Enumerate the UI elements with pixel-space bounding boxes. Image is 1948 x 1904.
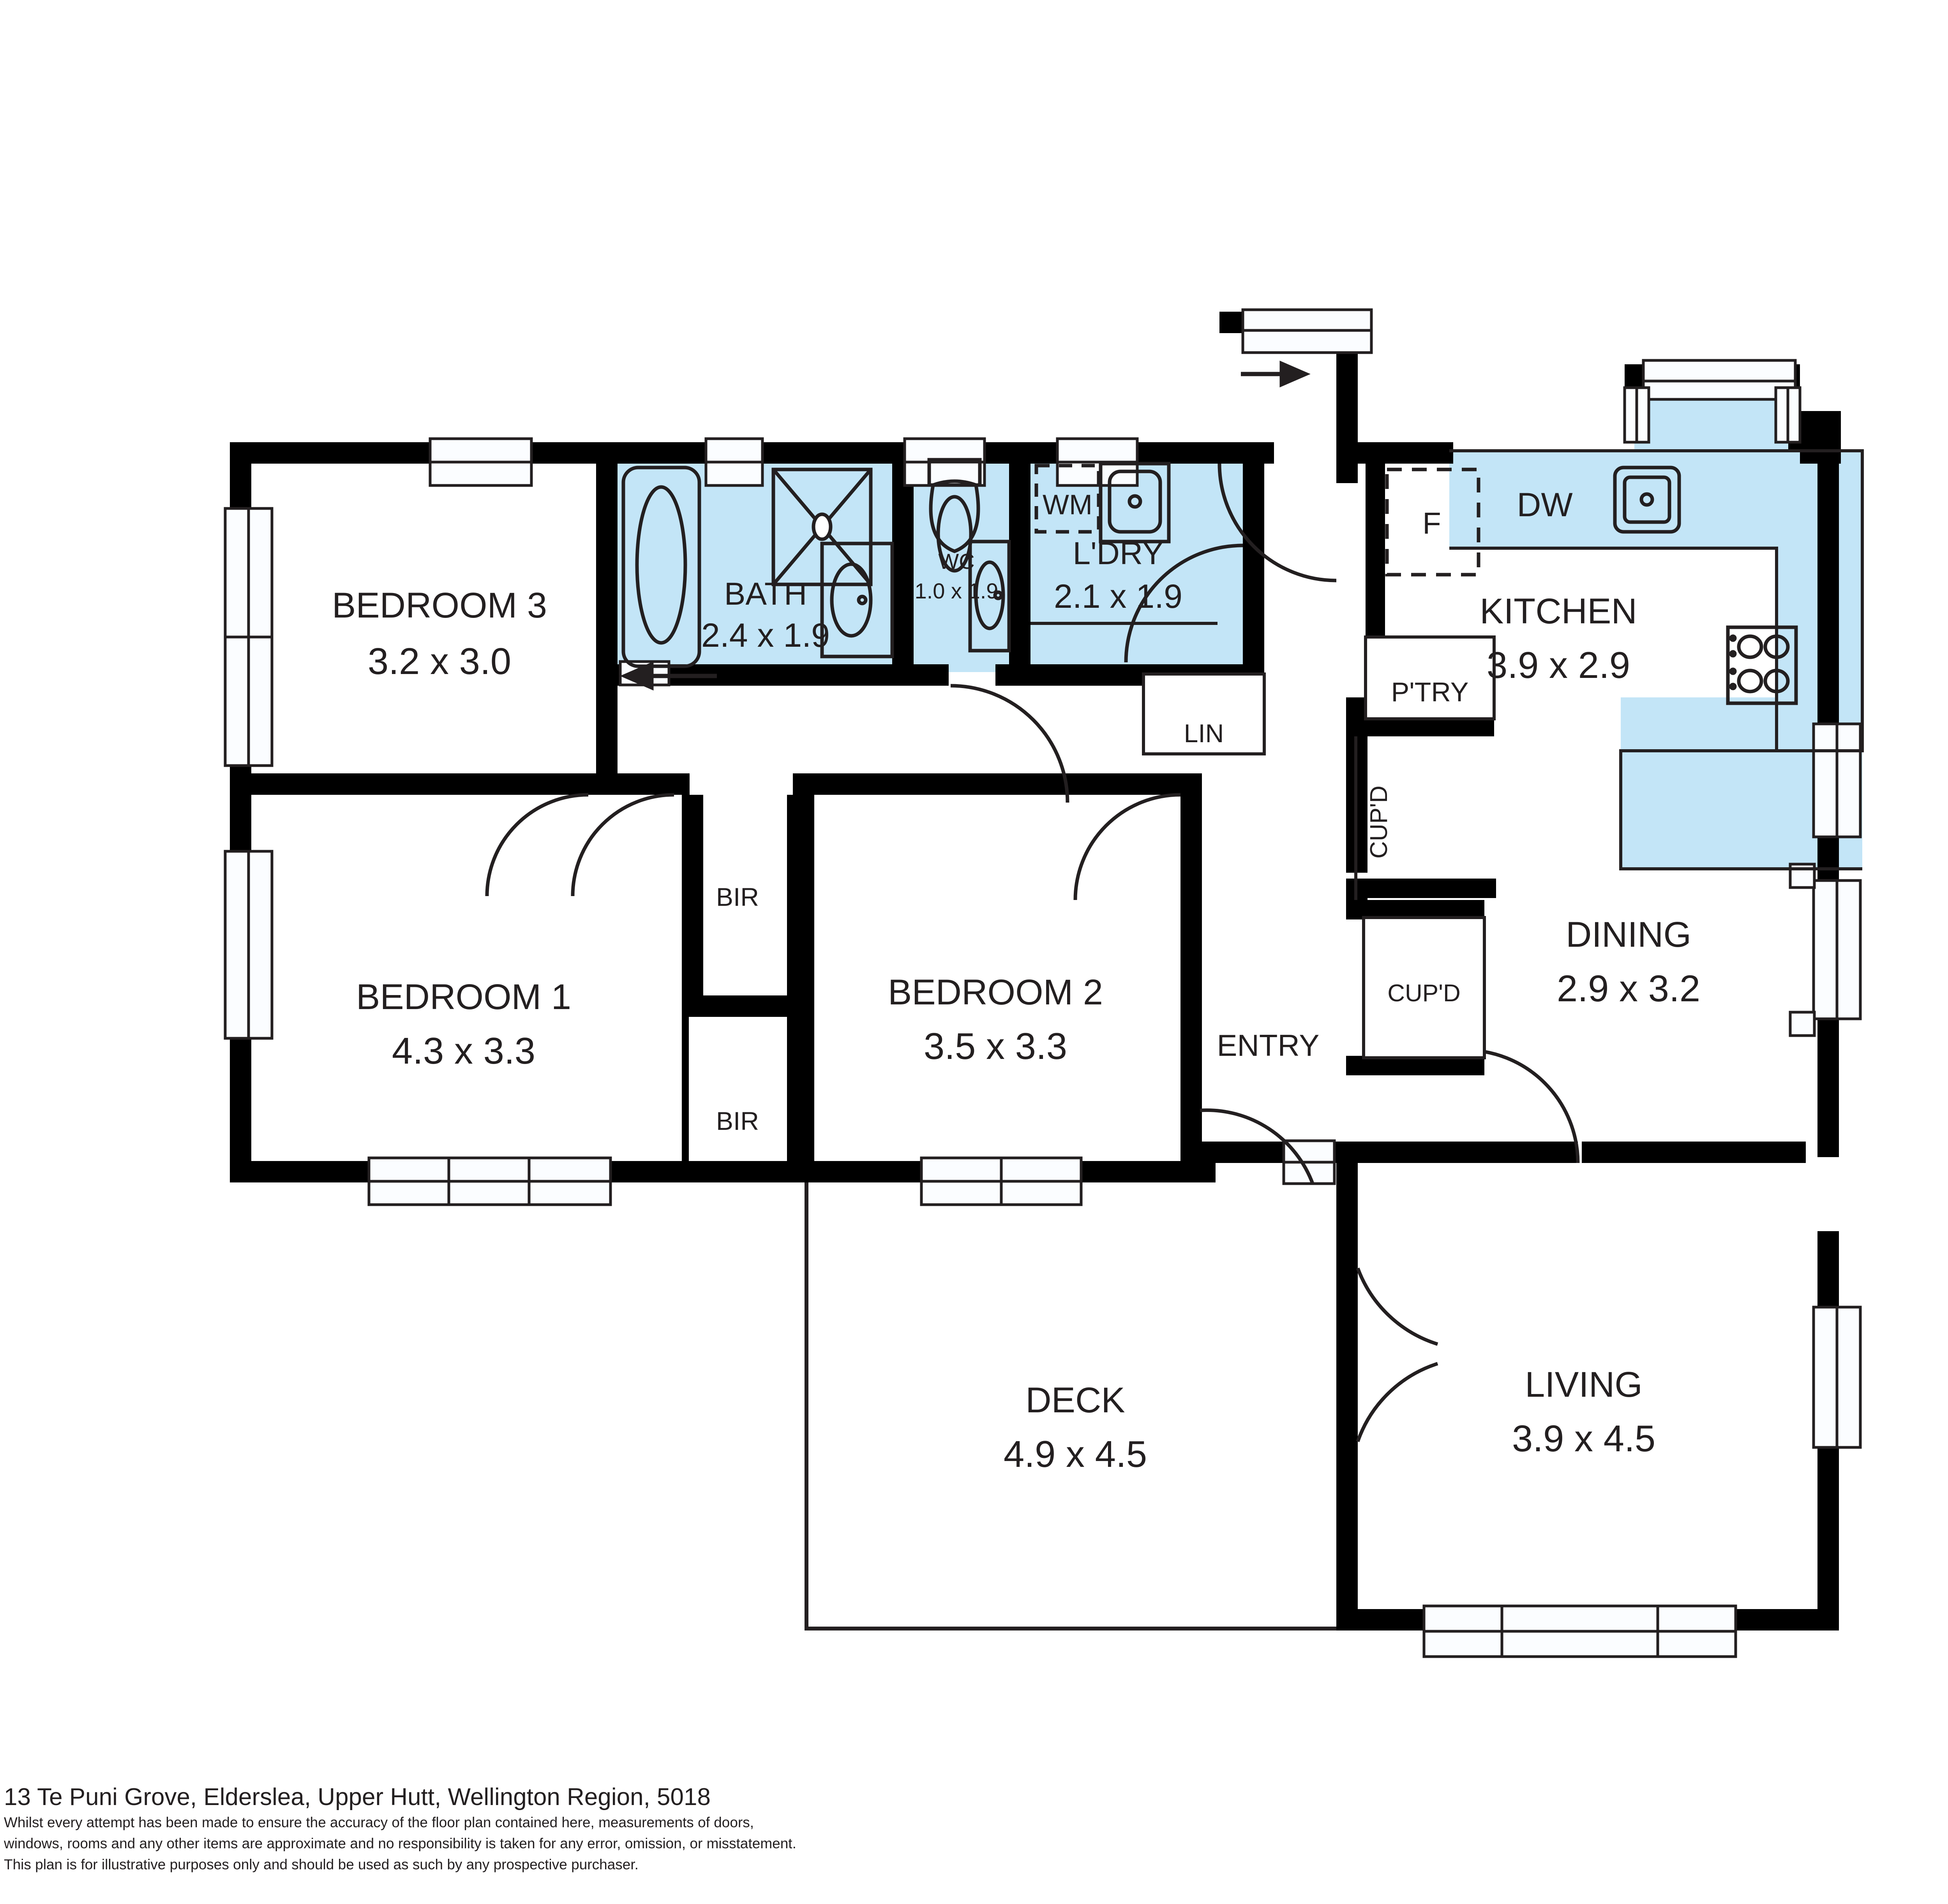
- bath-label: BATH: [724, 576, 807, 612]
- brand-logo: New Zealand Sotheby's INTERNATIONAL REAL…: [1766, 1788, 1948, 1897]
- bath-dimensions: 2.4 x 1.9: [701, 617, 830, 654]
- dining-dimensions: 2.9 x 3.2: [1557, 968, 1700, 1009]
- bedroom3-label: BEDROOM 3: [332, 586, 547, 625]
- deck-label: DECK: [1025, 1380, 1125, 1420]
- bedroom1-label: BEDROOM 1: [356, 977, 571, 1017]
- footer-text-block: 13 Te Puni Grove, Elderslea, Upper Hutt,…: [4, 1784, 1251, 1874]
- bedroom1-dimensions: 4.3 x 3.3: [392, 1030, 535, 1072]
- cupboard-2-label: CUP'D: [1387, 980, 1461, 1007]
- washing-machine-label: WM: [1043, 489, 1092, 521]
- toilet-icon: [927, 458, 982, 487]
- cooktop-icon: [1726, 625, 1798, 705]
- room-labels: BEDROOM 3 3.2 x 3.0 BATH 2.4 x 1.9 WC 1.…: [332, 536, 1700, 1475]
- living-dimensions: 3.9 x 4.5: [1512, 1418, 1655, 1459]
- direction-arrows: [620, 360, 1311, 691]
- linen-label: LIN: [1184, 719, 1224, 748]
- windows: [224, 308, 1862, 1658]
- storage-outlines: [1142, 635, 1496, 1059]
- cupboard-1-label: CUP'D: [1366, 785, 1392, 859]
- basin-icon: [830, 562, 873, 638]
- deck-outline: [805, 1182, 1336, 1630]
- bedroom3-dimensions: 3.2 x 3.0: [368, 641, 511, 682]
- pantry-cupboard: [1364, 635, 1496, 720]
- laundry-dimensions: 2.1 x 1.9: [1054, 578, 1182, 615]
- fixtures: [621, 458, 1798, 705]
- kitchen-label: KITCHEN: [1480, 591, 1637, 631]
- kitchen-sink-icon: [1613, 466, 1681, 534]
- dishwasher-label: DW: [1517, 486, 1572, 524]
- cupboard-2: [1362, 916, 1486, 1059]
- washing-machine-icon: [1034, 464, 1101, 534]
- deck-dimensions: 4.9 x 4.5: [1004, 1433, 1147, 1475]
- fridge-label: F: [1422, 506, 1441, 540]
- pantry-label: P'TRY: [1391, 677, 1469, 707]
- kitchen-counter-outline: [1449, 449, 1864, 870]
- laundry-label: L'DRY: [1073, 536, 1164, 571]
- door-swings: [485, 463, 1580, 1442]
- disclaimer-line-1: Whilst every attempt has been made to en…: [4, 1814, 754, 1830]
- living-label: LIVING: [1525, 1365, 1643, 1405]
- bedroom2-dimensions: 3.5 x 3.3: [924, 1025, 1067, 1067]
- kitchen-dimensions: 3.9 x 2.9: [1487, 644, 1630, 686]
- disclaimer-line-2: windows, rooms and any other items are a…: [4, 1835, 796, 1851]
- bathtub-icon: [621, 466, 701, 668]
- linen-cupboard: [1142, 672, 1266, 755]
- entry-label: ENTRY: [1217, 1028, 1320, 1062]
- wc-dimensions: 1.0 x 1.9: [915, 579, 999, 603]
- property-address: 13 Te Puni Grove, Elderslea, Upper Hutt,…: [4, 1784, 711, 1810]
- wc-label: WC: [938, 549, 974, 573]
- built-in-robe-2-label: BIR: [716, 1106, 759, 1135]
- built-in-robe-1-label: BIR: [716, 882, 759, 911]
- small-labels: ENTRY WM LIN F DW P'TRY CUP'D BIR BIR (N…: [716, 486, 1573, 1135]
- disclaimer-line-3: This plan is for illustrative purposes o…: [4, 1856, 639, 1872]
- bedroom2-label: BEDROOM 2: [888, 972, 1103, 1012]
- dining-label: DINING: [1566, 915, 1691, 955]
